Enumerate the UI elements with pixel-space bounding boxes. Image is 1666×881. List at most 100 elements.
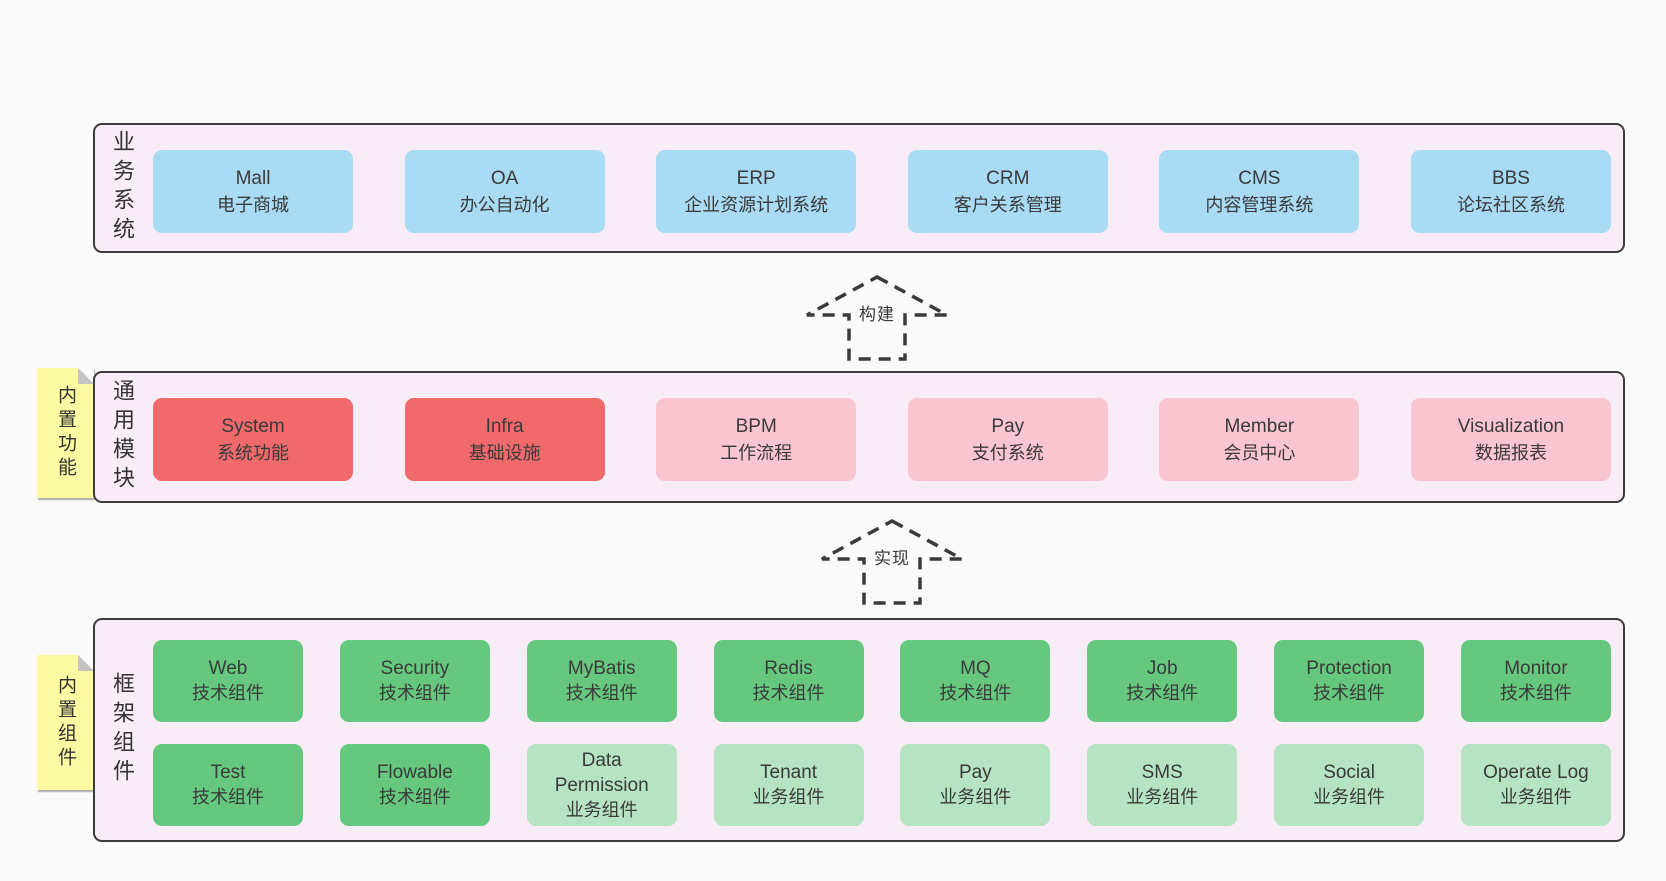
box-title: CMS [1238, 167, 1281, 189]
box-title: Security [380, 658, 450, 679]
box-subtitle: 会员中心 [1223, 442, 1296, 463]
box-title: Pay [959, 762, 992, 783]
box-subtitle: 技术组件 [1126, 683, 1199, 703]
module-box-visualization: Visualization 数据报表 [1410, 398, 1611, 481]
layer-title-common-modules: 通用模块 [110, 379, 135, 495]
box-title: CRM [986, 167, 1030, 189]
box-title: Protection [1306, 658, 1392, 679]
component-box-flowable: Flowable 技术组件 [339, 744, 490, 826]
modules-box-row: System 系统功能 Infra 基础设施 BPM 工作流程 Pay 支付系统… [153, 398, 1611, 481]
arrow-implement: 实现 [817, 516, 967, 606]
component-box-data-permission: Data Permission 业务组件 [526, 744, 677, 826]
box-subtitle: 技术组件 [378, 683, 451, 703]
box-subtitle: 内容管理系统 [1205, 194, 1314, 215]
layer-framework-components: 框架组件 Web 技术组件 Security 技术组件 MyBatis 技术组件… [93, 618, 1625, 842]
component-box-job: Job 技术组件 [1087, 640, 1238, 722]
business-box-bbs: BBS 论坛社区系统 [1410, 150, 1611, 233]
box-subtitle: 业务组件 [565, 799, 638, 820]
business-box-cms: CMS 内容管理系统 [1159, 150, 1360, 233]
box-title: Monitor [1504, 658, 1568, 679]
component-box-security: Security 技术组件 [339, 640, 490, 722]
module-box-member: Member 会员中心 [1159, 398, 1360, 481]
module-box-infra: Infra 基础设施 [404, 398, 605, 481]
box-subtitle: 企业资源计划系统 [684, 194, 829, 215]
business-box-mall: Mall 电子商城 [153, 150, 353, 233]
box-title: Pay [991, 415, 1025, 437]
components-box-row-1: Web 技术组件 Security 技术组件 MyBatis 技术组件 Redi… [153, 640, 1611, 722]
box-subtitle: 电子商城 [217, 194, 289, 215]
box-subtitle: 技术组件 [565, 683, 638, 703]
box-subtitle: 业务组件 [1499, 787, 1572, 807]
module-box-pay: Pay 支付系统 [907, 398, 1108, 481]
component-box-monitor: Monitor 技术组件 [1460, 640, 1611, 722]
business-box-row: Mall 电子商城 OA 办公自动化 ERP 企业资源计划系统 CRM 客户关系… [153, 150, 1611, 233]
box-subtitle: 技术组件 [192, 787, 264, 807]
box-subtitle: 数据报表 [1474, 442, 1547, 463]
component-box-web: Web 技术组件 [153, 640, 303, 722]
sticky-note-label: 内置组件 [55, 674, 76, 771]
box-title: Web [208, 658, 248, 679]
box-subtitle: 业务组件 [752, 787, 825, 807]
business-box-crm: CRM 客户关系管理 [907, 150, 1108, 233]
layer-business-systems: 业务系统 Mall 电子商城 OA 办公自动化 ERP 企业资源计划系统 CRM… [93, 123, 1625, 253]
layer-title-business-systems: 业务系统 [110, 130, 135, 246]
component-box-tenant: Tenant 业务组件 [713, 744, 864, 826]
dashed-up-arrow-icon [821, 519, 963, 605]
box-title: SMS [1141, 762, 1183, 783]
module-box-system: System 系统功能 [153, 398, 353, 481]
layer-common-modules: 通用模块 System 系统功能 Infra 基础设施 BPM 工作流程 Pay… [93, 371, 1625, 503]
box-title: Flowable [376, 762, 453, 783]
component-box-operate-log: Operate Log 业务组件 [1460, 744, 1611, 826]
sticky-note-builtin-components: 内置组件 [37, 655, 94, 790]
component-box-social: Social 业务组件 [1274, 744, 1425, 826]
arrow-build: 构建 [802, 272, 952, 362]
box-title: Infra [485, 415, 524, 437]
box-subtitle: 业务组件 [939, 787, 1012, 807]
box-title: MyBatis [567, 658, 636, 679]
box-subtitle: 技术组件 [939, 683, 1012, 703]
dashed-up-arrow-icon [806, 275, 948, 361]
box-title: Job [1146, 658, 1178, 679]
box-title: Redis [764, 658, 813, 679]
box-subtitle: 论坛社区系统 [1456, 194, 1565, 215]
box-title: Member [1224, 415, 1295, 437]
arrow-label: 实现 [871, 544, 913, 569]
component-box-pay: Pay 业务组件 [900, 744, 1051, 826]
box-subtitle: 技术组件 [1313, 683, 1386, 703]
box-title: Mall [235, 167, 271, 189]
box-title: Operate Log [1483, 762, 1589, 783]
box-subtitle: 支付系统 [971, 442, 1044, 463]
box-subtitle: 工作流程 [720, 442, 793, 463]
arrow-label: 构建 [856, 300, 898, 325]
box-subtitle: 业务组件 [1126, 787, 1199, 807]
box-title: OA [490, 167, 519, 189]
box-subtitle: 业务组件 [1313, 787, 1386, 807]
box-title: Data Permission [554, 749, 649, 796]
box-subtitle: 技术组件 [378, 787, 451, 807]
box-subtitle: 技术组件 [1499, 683, 1572, 703]
component-box-protection: Protection 技术组件 [1274, 640, 1425, 722]
component-box-mybatis: MyBatis 技术组件 [526, 640, 677, 722]
layer-title-framework-components: 框架组件 [110, 672, 135, 788]
sticky-note-label: 内置功能 [55, 385, 76, 481]
component-box-mq: MQ 技术组件 [900, 640, 1051, 722]
box-title: BPM [735, 415, 777, 437]
box-subtitle: 办公自动化 [459, 194, 550, 215]
business-box-oa: OA 办公自动化 [404, 150, 605, 233]
box-title: ERP [736, 167, 776, 189]
box-subtitle: 客户关系管理 [953, 194, 1062, 215]
sticky-note-builtin-features: 内置功能 [37, 368, 94, 498]
module-box-bpm: BPM 工作流程 [656, 398, 857, 481]
box-title: BBS [1491, 167, 1530, 189]
box-subtitle: 基础设施 [468, 442, 541, 463]
box-subtitle: 技术组件 [192, 683, 264, 703]
box-subtitle: 系统功能 [217, 442, 289, 463]
component-box-sms: SMS 业务组件 [1087, 744, 1238, 826]
box-title: Social [1323, 762, 1375, 783]
box-title: MQ [960, 658, 991, 679]
box-title: Test [210, 762, 246, 783]
component-box-redis: Redis 技术组件 [713, 640, 864, 722]
business-box-erp: ERP 企业资源计划系统 [656, 150, 857, 233]
box-subtitle: 技术组件 [752, 683, 825, 703]
box-title: System [221, 415, 285, 437]
